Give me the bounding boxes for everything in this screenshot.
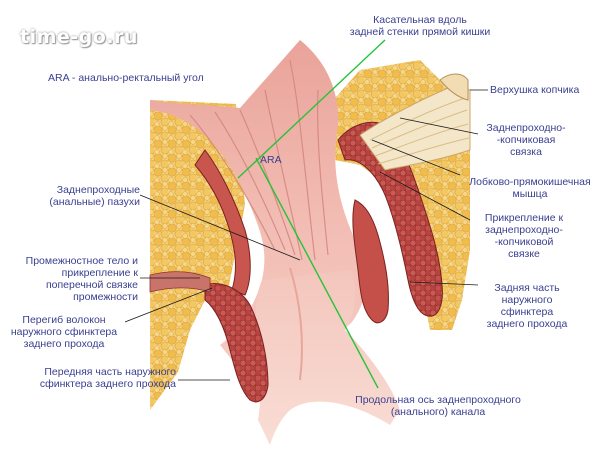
anal-canal-skin — [255, 270, 400, 445]
label-puborectalis: Лобково-прямокишечная мышца — [469, 176, 591, 200]
leader-lines — [124, 89, 488, 381]
coccyx-tip — [439, 73, 469, 101]
rectal-wall-tangent-line — [237, 39, 386, 179]
external-sphincter-anterior — [204, 283, 269, 403]
label-fiber-bend: Перегиб волокон наружного сфинктера задн… — [10, 314, 118, 350]
label-anococcygeal-ligament: Заднепроходно- -копчиковая связка — [486, 122, 566, 158]
label-anal-sinuses: Заднепроходные (анальные) пазухи — [49, 184, 140, 208]
ara-angle-label: ARA — [260, 154, 282, 166]
perineal-body — [149, 271, 211, 293]
label-ligament-attachment: Прикрепление к заднепроходно- -копчиково… — [484, 212, 564, 260]
label-anterior-external-sphincter: Передняя часть наружного сфинктера задне… — [39, 366, 176, 390]
ara-legend: ARA - анально-ректальный угол — [48, 72, 204, 84]
external-sphincter-posterior — [352, 199, 389, 324]
mucosal-folds — [189, 59, 329, 261]
label-tangent: Касательная вдоль задней стенки прямой к… — [349, 14, 491, 38]
label-posterior-external-sphincter: Задняя часть наружного сфинктера заднего… — [486, 282, 568, 330]
anal-canal-fold — [289, 267, 303, 381]
anal-canal-axis-line — [255, 157, 379, 389]
label-anal-canal-axis: Продольная ось заднепроходного (анальног… — [355, 394, 521, 418]
label-coccyx-tip: Верхушка копчика — [490, 84, 580, 96]
watermark: time-go.ru — [20, 26, 138, 48]
label-perineal-body: Промежностное тело и прикрепление к попе… — [25, 255, 138, 303]
